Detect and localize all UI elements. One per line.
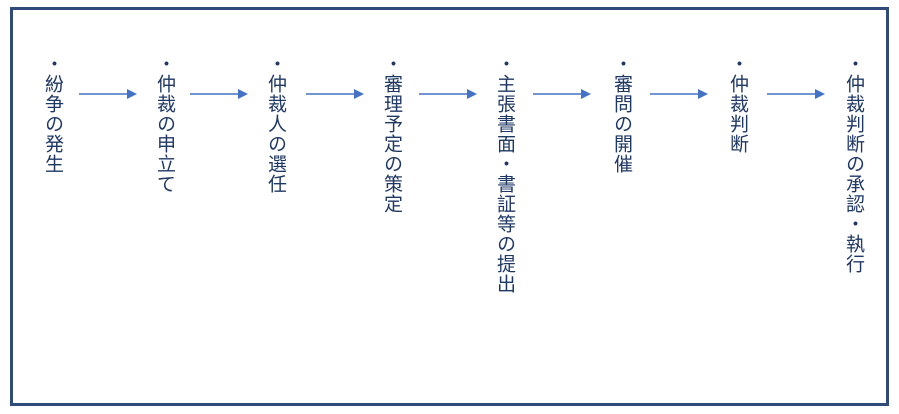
flow-diagram-frame: ・紛争の発生 ・仲裁の申立て ・仲裁人の選任 ・審理予定の策定 ・主張書面・書証… (10, 7, 889, 406)
arrow-2 (190, 86, 250, 102)
step-hearing-session: ・審問の開催 (611, 54, 633, 174)
arrow-7 (767, 86, 827, 102)
step-hearing-schedule: ・審理予定の策定 (381, 54, 403, 214)
arrow-5 (533, 86, 593, 102)
step-arbitrator-appointment: ・仲裁人の選任 (265, 54, 287, 194)
arrow-4 (419, 86, 479, 102)
arrow-3 (306, 86, 366, 102)
step-award-recognition-enforcement: ・仲裁判断の承認・執行 (843, 54, 865, 274)
step-dispute-occurrence: ・紛争の発生 (42, 54, 64, 174)
arrow-1 (79, 86, 139, 102)
step-submission-of-briefs: ・主張書面・書証等の提出 (494, 54, 516, 294)
arrow-6 (650, 86, 710, 102)
step-arbitration-request: ・仲裁の申立て (154, 54, 176, 194)
step-arbitral-award: ・仲裁判断 (727, 54, 749, 154)
